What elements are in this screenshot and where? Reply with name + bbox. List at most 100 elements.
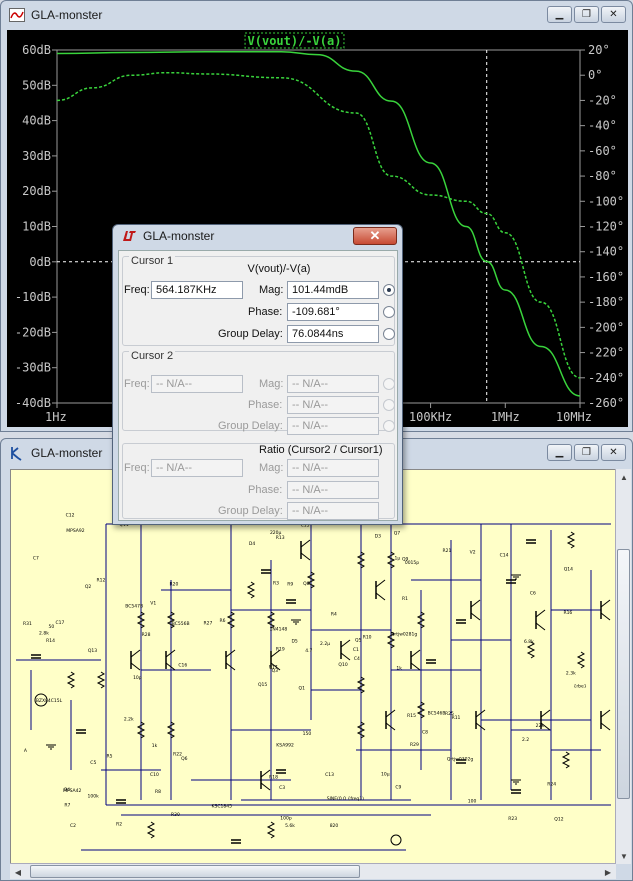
component-label: 1k xyxy=(396,666,402,672)
transistor-symbol xyxy=(375,592,386,601)
cursor-dialog-titlebar[interactable]: GLA-monster xyxy=(113,225,402,247)
cursor2-freq-label: Freq: xyxy=(124,378,150,390)
component-label: Qrtjw0281g xyxy=(391,631,418,637)
cursor-dialog-title: GLA-monster xyxy=(143,229,215,243)
scroll-down-arrow-icon[interactable]: ▼ xyxy=(620,851,628,861)
waveform-icon xyxy=(9,8,25,22)
ratio-phase-field: -- N/A-- xyxy=(287,481,379,499)
ratio-freq-field: -- N/A-- xyxy=(151,459,243,477)
component-label: R29 xyxy=(410,742,419,748)
transistor-symbol xyxy=(340,639,351,648)
component-label: C2 xyxy=(70,823,76,829)
x-tick-label: 1MHz xyxy=(491,410,520,424)
cursor-dialog-close-button[interactable]: ✕ xyxy=(353,227,397,245)
component-label: R20 xyxy=(170,582,179,588)
cursor1-group-delay-field[interactable]: 76.0844ns xyxy=(287,325,379,343)
cursor1-expression: V(vout)/-V(a) xyxy=(247,263,311,275)
scroll-up-arrow-icon[interactable]: ▲ xyxy=(620,472,628,482)
component-label: 220µ xyxy=(270,530,282,536)
cursor2-group-delay-label: Group Delay: xyxy=(218,420,283,432)
plot-close-button[interactable]: ✕ xyxy=(601,6,626,23)
transistor-symbol xyxy=(470,599,481,608)
component-label: KSC1845 xyxy=(212,804,233,810)
component-label: R2 xyxy=(116,821,122,827)
component-label: Q13 xyxy=(88,648,97,654)
transistor-symbol xyxy=(270,662,281,671)
component-label: D5 xyxy=(291,639,297,645)
cursor1-mag-field[interactable]: 101.44mdB xyxy=(287,281,379,299)
scroll-right-arrow-icon[interactable]: ▶ xyxy=(604,867,612,877)
transistor-symbol xyxy=(470,612,481,621)
schematic-close-button[interactable]: ✕ xyxy=(601,444,626,461)
y-right-tick-label: 0° xyxy=(588,68,602,82)
transistor-symbol xyxy=(375,579,386,588)
cursor1-phase-field[interactable]: -109.681° xyxy=(287,303,379,321)
component-label: D3 xyxy=(375,534,381,540)
resistor-symbol xyxy=(306,571,316,589)
signal-source-symbol xyxy=(34,693,48,707)
component-label: R31 xyxy=(23,621,32,627)
component-label: 2.2 xyxy=(522,737,529,743)
cursor1-mag-radio[interactable] xyxy=(383,284,395,296)
transistor-symbol xyxy=(225,662,236,671)
resistor-symbol xyxy=(416,701,426,719)
transistor-symbol xyxy=(475,722,486,731)
component-label: R28 xyxy=(142,632,151,638)
cursor1-phase-radio[interactable] xyxy=(383,306,395,318)
y-right-tick-label: 20° xyxy=(588,43,610,57)
component-label: Q12 xyxy=(554,816,563,822)
component-label: 50 xyxy=(48,624,54,630)
cursor1-freq-field[interactable]: 564.187KHz xyxy=(151,281,243,299)
component-label: BC547B xyxy=(125,603,143,609)
resistor-symbol xyxy=(146,821,156,839)
transistor-symbol xyxy=(340,652,351,661)
schematic-minimize-button[interactable]: ▁ xyxy=(547,444,572,461)
resistor-symbol xyxy=(356,551,366,569)
transistor-symbol xyxy=(300,552,311,561)
plot-window-titlebar[interactable]: GLA-monster xyxy=(1,1,632,29)
schematic-restore-button[interactable]: ❐ xyxy=(574,444,599,461)
y-right-tick-label: -20° xyxy=(588,93,617,107)
plot-restore-button[interactable]: ❐ xyxy=(574,6,599,23)
component-label: C5 xyxy=(90,760,96,766)
component-label: C17 xyxy=(56,620,65,626)
vertical-scroll-thumb[interactable] xyxy=(617,549,630,799)
component-label: BZX84C15L xyxy=(36,698,63,704)
component-label: 10p xyxy=(133,675,142,681)
ratio-group-delay-field: -- N/A-- xyxy=(287,502,379,520)
transistor-symbol xyxy=(300,539,311,548)
schematic-vertical-scrollbar[interactable]: ▲ ▼ xyxy=(615,469,631,864)
scroll-left-arrow-icon[interactable]: ◀ xyxy=(14,867,22,877)
component-label: 100k xyxy=(88,794,100,800)
schematic-horizontal-scrollbar[interactable]: ◀ ▶ xyxy=(10,863,616,879)
schematic-window-titlebar[interactable]: GLA-monster xyxy=(1,439,632,467)
y-right-tick-label: -80° xyxy=(588,169,617,183)
transistor-symbol xyxy=(165,662,176,671)
x-tick-label: 1Hz xyxy=(45,410,67,424)
cursor1-group-delay-radio[interactable] xyxy=(383,328,395,340)
y-left-tick-label: 50dB xyxy=(22,78,51,92)
ratio-phase-label: Phase: xyxy=(248,484,283,496)
y-right-tick-label: -120° xyxy=(588,220,624,234)
y-right-tick-label: -40° xyxy=(588,119,617,133)
component-label: C10 xyxy=(150,772,159,778)
plot-minimize-button[interactable]: ▁ xyxy=(547,6,572,23)
ground-icon xyxy=(511,779,521,785)
component-label: 2.2µ xyxy=(320,641,330,647)
component-label: C1 xyxy=(353,647,359,653)
resistor-symbol xyxy=(386,631,396,649)
resistor-symbol xyxy=(136,721,146,739)
transistor-symbol xyxy=(410,649,421,658)
ratio-label: Ratio (Cursor2 / Cursor1) xyxy=(259,444,383,456)
bode-plot[interactable]: 60dB50dB40dB30dB20dB10dB0dB-10dB-20dB-30… xyxy=(7,30,628,427)
plot-window-title: GLA-monster xyxy=(31,8,103,22)
transistor-symbol xyxy=(600,709,611,718)
schematic-drawing[interactable]: Q1Q2Q3Q4Q5Q6Q7Q8Q9Q10Q11Q12Q13Q14Q15R1R2… xyxy=(11,470,616,864)
horizontal-scroll-thumb[interactable] xyxy=(30,865,360,878)
component-label: {rbe} xyxy=(573,684,586,690)
resistor-symbol xyxy=(166,611,176,629)
transistor-symbol xyxy=(385,722,396,731)
ratio-group-delay-label: Group Delay: xyxy=(218,505,283,517)
component-label: R8 xyxy=(155,789,161,795)
